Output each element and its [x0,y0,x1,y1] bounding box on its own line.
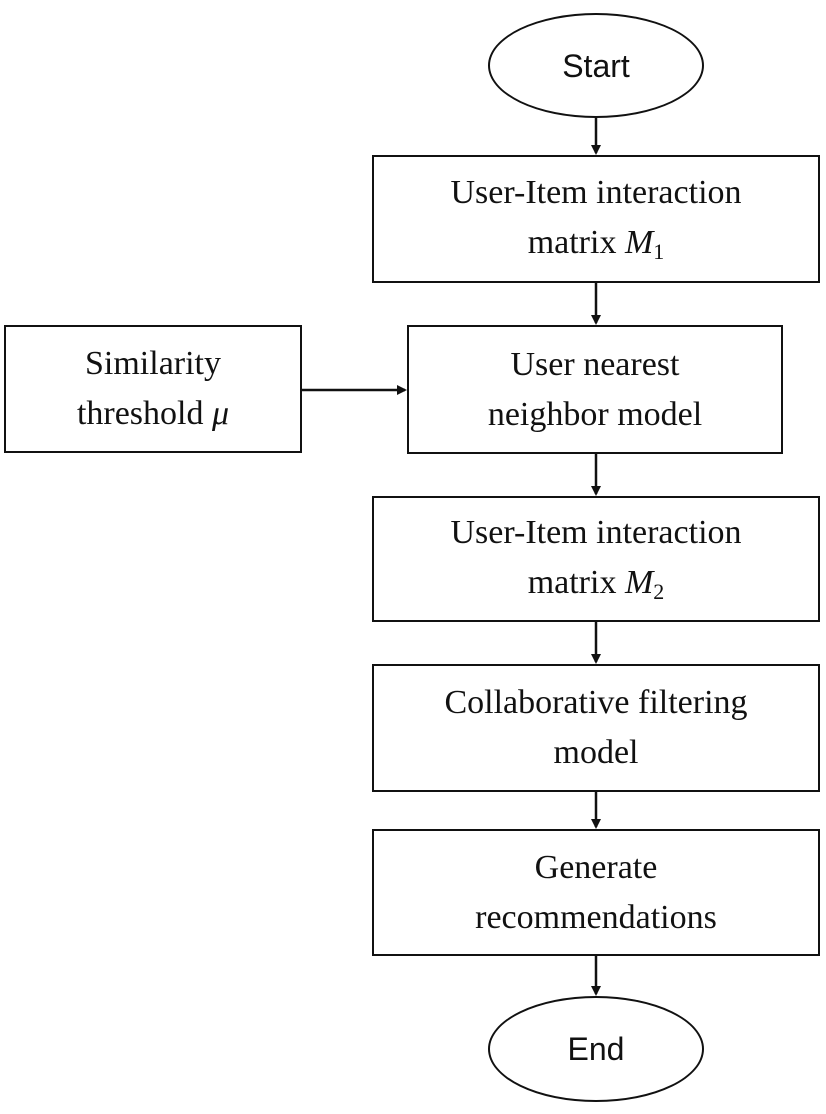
similarity-line1: Similarity [85,345,221,382]
matrix-m1-subscript: 1 [653,238,665,264]
cf-line2: model [553,734,639,771]
similarity-threshold-box: Similarity threshold μ [4,325,302,453]
matrix-m1-prefix: matrix [527,223,625,261]
generate-recommendations-box: Generate recommendations [372,829,820,956]
user-nn-line1: User nearest [510,345,680,383]
similarity-line2: threshold μ [77,389,229,439]
generate-line1: Generate [534,848,658,886]
end-label: End [567,1031,625,1067]
similarity-prefix: threshold [76,395,212,432]
matrix-m2-subscript: 2 [653,578,665,604]
matrix-m2-prefix: matrix [527,563,625,601]
end-node: End [488,996,704,1102]
user-item-matrix-m2-box: User-Item interaction matrix M2 [372,496,820,622]
matrix-m1-line1: User-Item interaction [450,173,742,211]
generate-line2: recommendations [475,898,717,936]
matrix-m2-symbol: M [624,563,654,601]
user-nn-line2: neighbor model [487,395,703,433]
user-item-matrix-m1-box: User-Item interaction matrix M1 [372,155,820,283]
collaborative-filtering-box: Collaborative filtering model [372,664,820,792]
start-node: Start [488,13,704,118]
user-nearest-neighbor-box: User nearest neighbor model [407,325,783,454]
matrix-m2-line1: User-Item interaction [450,513,742,551]
cf-line1: Collaborative filtering [444,684,748,721]
matrix-m1-symbol: M [624,223,654,261]
matrix-m2-line2: matrix M2 [528,558,665,611]
matrix-m1-line2: matrix M1 [528,218,665,271]
start-label: Start [562,47,630,84]
similarity-symbol: μ [211,395,230,432]
